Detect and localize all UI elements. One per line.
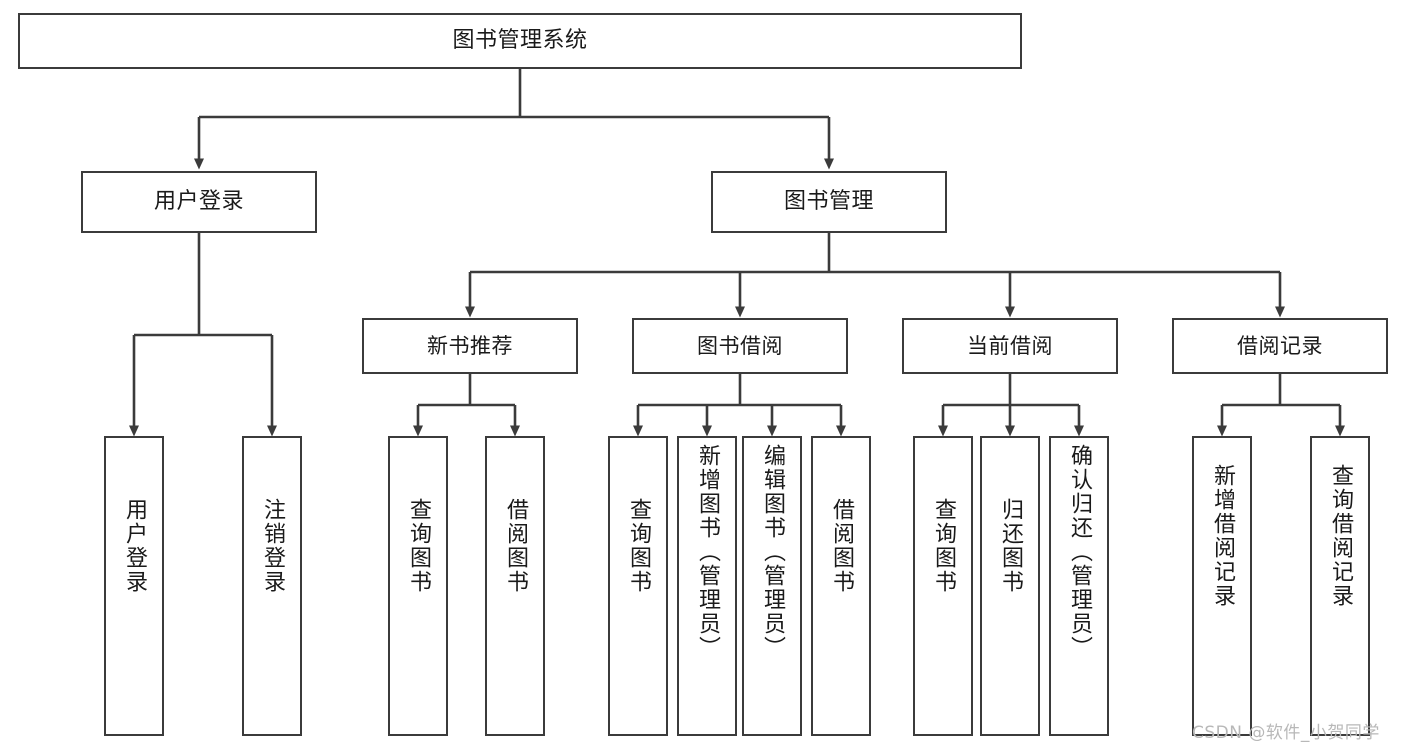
node-current-borrow[interactable]: 当前借阅 (902, 318, 1118, 374)
node-book-borrow[interactable]: 图书借阅 (632, 318, 848, 374)
node-label: 图书管理系统 (452, 28, 588, 54)
leaf-query-book-recommend[interactable]: 查询图书 (388, 436, 448, 736)
leaf-query-book-current[interactable]: 查询图书 (913, 436, 973, 736)
leaf-query-borrow-record[interactable]: 查询借阅记录 (1310, 436, 1370, 736)
node-label: 注销登录 (260, 498, 285, 594)
leaf-add-book-admin[interactable]: 新增图书（管理员） (677, 436, 737, 736)
node-label: 新书推荐 (427, 333, 513, 358)
leaf-borrow-book-recommend[interactable]: 借阅图书 (485, 436, 545, 736)
node-label: 确认归还（管理员） (1067, 444, 1092, 660)
leaf-return-book[interactable]: 归还图书 (980, 436, 1040, 736)
node-label: 查询图书 (626, 498, 651, 594)
node-book-management[interactable]: 图书管理 (711, 171, 947, 233)
node-label: 查询图书 (406, 498, 431, 594)
node-label: 归还图书 (998, 498, 1023, 594)
leaf-user-login[interactable]: 用户登录 (104, 436, 164, 736)
node-label: 借阅记录 (1237, 333, 1323, 358)
node-user-login[interactable]: 用户登录 (81, 171, 317, 233)
node-label: 用户登录 (153, 189, 244, 215)
node-borrow-record[interactable]: 借阅记录 (1172, 318, 1388, 374)
node-label: 查询借阅记录 (1328, 464, 1353, 608)
node-label: 新增图书（管理员） (695, 444, 720, 660)
node-new-book-recommend[interactable]: 新书推荐 (362, 318, 578, 374)
leaf-logout-login[interactable]: 注销登录 (242, 436, 302, 736)
leaf-borrow-book-borrow[interactable]: 借阅图书 (811, 436, 871, 736)
node-label: 当前借阅 (967, 333, 1053, 358)
node-label: 编辑图书（管理员） (760, 444, 785, 660)
leaf-edit-book-admin[interactable]: 编辑图书（管理员） (742, 436, 802, 736)
node-label: 图书借阅 (697, 333, 783, 358)
node-label: 用户登录 (122, 498, 147, 594)
leaf-add-borrow-record[interactable]: 新增借阅记录 (1192, 436, 1252, 736)
node-label: 借阅图书 (503, 498, 528, 594)
node-root-book-management-system[interactable]: 图书管理系统 (18, 13, 1022, 69)
node-label: 新增借阅记录 (1210, 464, 1235, 608)
node-label: 借阅图书 (829, 498, 854, 594)
node-label: 查询图书 (931, 498, 956, 594)
node-label: 图书管理 (783, 189, 874, 215)
leaf-query-book-borrow[interactable]: 查询图书 (608, 436, 668, 736)
leaf-confirm-return-admin[interactable]: 确认归还（管理员） (1049, 436, 1109, 736)
